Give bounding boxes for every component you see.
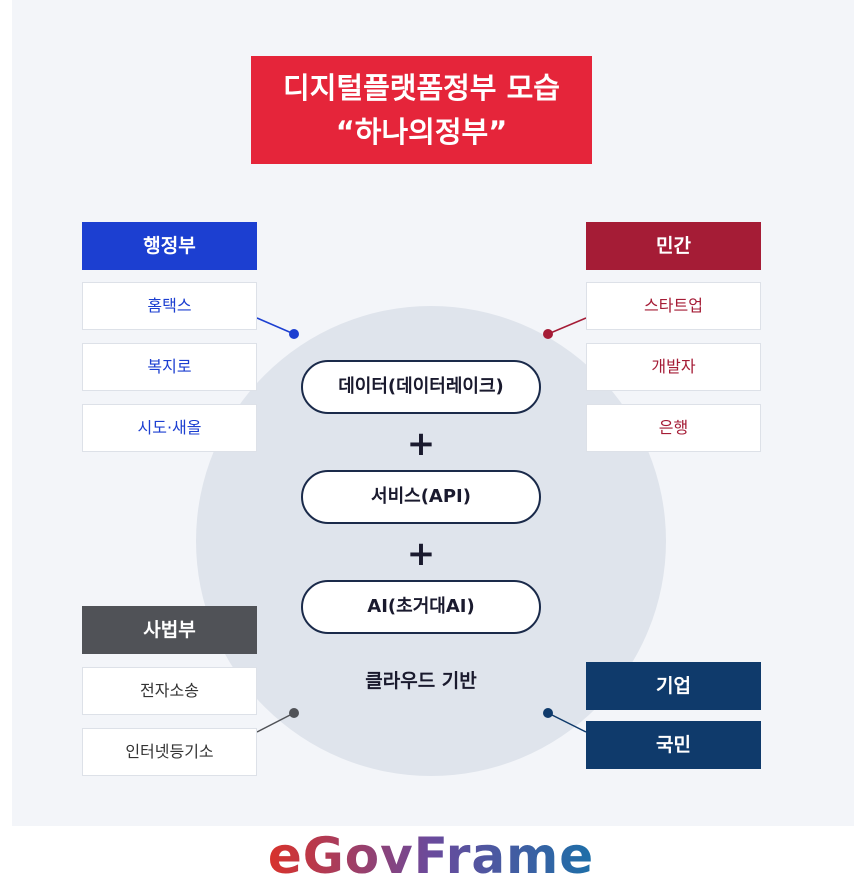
dot-judiciary — [289, 708, 299, 718]
judiciary-item-ecourt: 전자소송 — [82, 667, 257, 715]
cloud-base-label: 클라우드 기반 — [365, 670, 477, 692]
connector-judiciary — [256, 712, 295, 733]
connector-admin — [256, 317, 295, 335]
connector-private — [547, 317, 587, 335]
title-line1: 디지털플랫폼정부 모습 — [283, 71, 560, 105]
pill-data: 데이터(데이터레이크) — [301, 360, 541, 414]
title-line2: “하나의정부” — [335, 115, 508, 149]
judiciary-item-iros: 인터넷등기소 — [82, 728, 257, 776]
brand-logo-svg: eGovFrame — [268, 827, 594, 885]
pill-ai: AI(초거대AI) — [301, 580, 541, 634]
company-header: 기업 — [586, 662, 761, 710]
judiciary-header: 사법부 — [82, 606, 257, 654]
plus-sign-2: + — [406, 534, 436, 574]
title-box: 디지털플랫폼정부 모습 “하나의정부” — [251, 56, 592, 164]
private-header: 민간 — [586, 222, 761, 270]
private-item-developer: 개발자 — [586, 343, 761, 391]
brand-text: eGovFrame — [268, 827, 594, 883]
admin-item-hometax: 홈택스 — [82, 282, 257, 330]
brand-logo: eGovFrame — [0, 826, 862, 885]
dot-admin — [289, 329, 299, 339]
pill-service: 서비스(API) — [301, 470, 541, 524]
private-item-bank: 은행 — [586, 404, 761, 452]
dot-private — [543, 329, 553, 339]
private-item-startup: 스타트업 — [586, 282, 761, 330]
admin-item-sido-saeol: 시도·새올 — [82, 404, 257, 452]
admin-item-bokjiro: 복지로 — [82, 343, 257, 391]
dot-company — [543, 708, 553, 718]
admin-header: 행정부 — [82, 222, 257, 270]
plus-sign-1: + — [406, 424, 436, 464]
citizen-header: 국민 — [586, 721, 761, 769]
connector-company — [547, 712, 587, 733]
